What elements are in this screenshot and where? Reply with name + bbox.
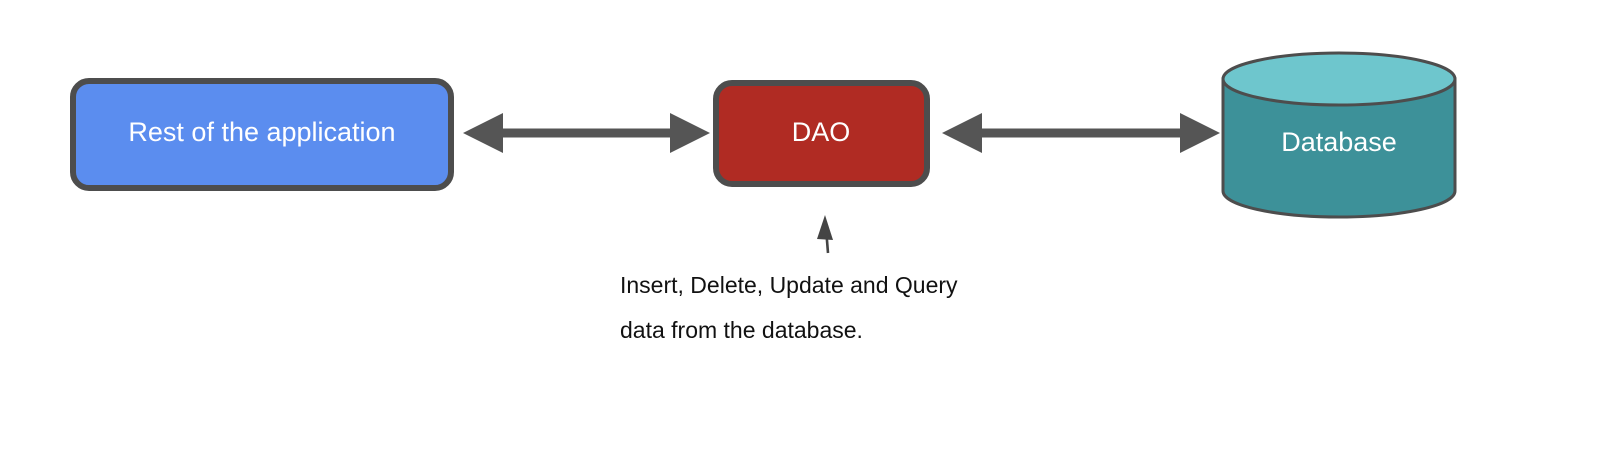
dao-label: DAO [792,117,851,147]
node-rest-of-application[interactable]: Rest of the application [70,78,454,191]
app-dao-arrowhead-right [670,113,710,153]
app-dao-arrow-shaft [497,128,674,138]
dao-database-arrowhead-left [942,113,982,153]
rest-of-application-label: Rest of the application [128,117,395,147]
caption-pointer-arrow [817,215,833,254]
node-dao[interactable]: DAO [713,80,930,187]
connector-dao-database [942,113,1220,153]
caption-pointer-arrowhead [817,215,833,240]
caption-block: Insert, Delete, Update and Query data fr… [620,272,958,343]
dao-database-arrowhead-right [1180,113,1220,153]
caption-line-1: Insert, Delete, Update and Query [620,272,958,298]
rest-of-application-box[interactable] [70,78,454,191]
caption-line-2: data from the database. [620,317,863,343]
node-database[interactable]: Database [1221,51,1457,219]
dao-box[interactable] [713,80,930,187]
connector-app-dao [463,113,710,153]
database-label: Database [1281,127,1397,157]
database-cylinder-top [1221,51,1457,107]
dao-database-arrow-shaft [976,128,1184,138]
database-cylinder-body[interactable] [1221,77,1457,219]
app-dao-arrowhead-left [463,113,503,153]
